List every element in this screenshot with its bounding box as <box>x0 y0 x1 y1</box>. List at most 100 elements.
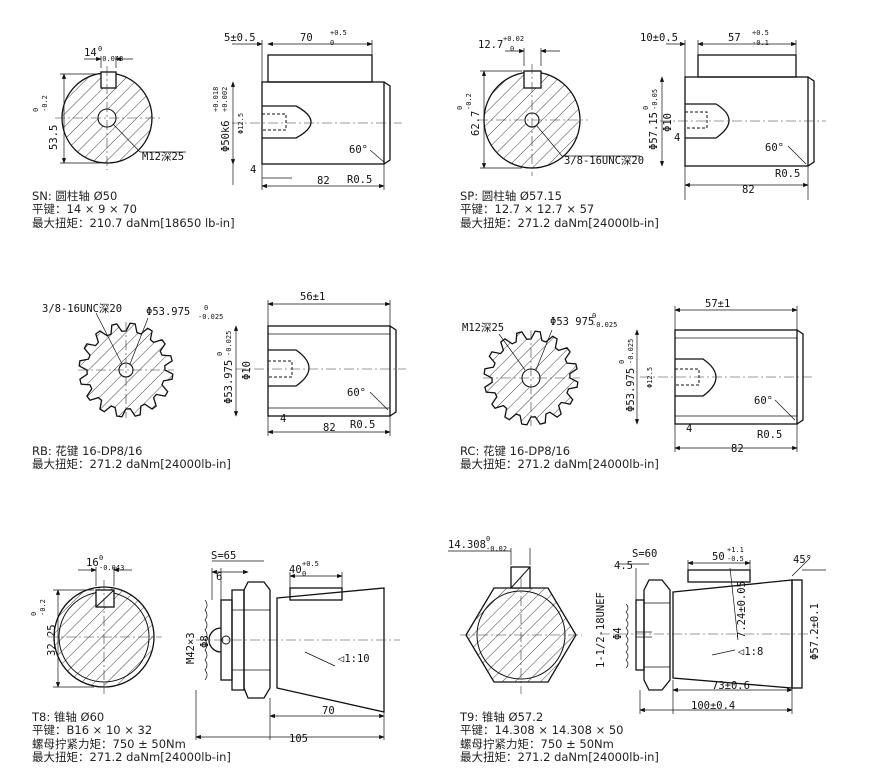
svg-text:+0.5: +0.5 <box>752 29 769 37</box>
sn-thread: M12深25 <box>142 151 184 163</box>
t8-caption-title: T8: 锥轴 Ø60 <box>32 710 105 724</box>
sn-end-view: 14 0 -0.043 53.5 -0.2 0 M12深25 <box>32 45 186 170</box>
sn-caption-key: 平键：14 × 9 × 70 <box>32 202 137 217</box>
t8-pin: Φ8 <box>199 635 211 648</box>
svg-text:-0.2: -0.2 <box>465 93 473 110</box>
svg-text:+0.002: +0.002 <box>221 87 229 112</box>
svg-text:-0.025: -0.025 <box>225 331 233 356</box>
svg-text:0: 0 <box>330 39 334 47</box>
svg-text:0: 0 <box>618 360 626 364</box>
svg-text:+0.02: +0.02 <box>503 35 524 43</box>
t8-caption-nut: 螺母拧紧力矩：750 ± 50Nm <box>32 736 186 751</box>
sp-caption-key: 平键：12.7 × 12.7 × 57 <box>460 202 595 217</box>
svg-text:+0.5: +0.5 <box>302 560 319 568</box>
rb-length: 82 <box>323 422 336 434</box>
sn-step: 4 <box>250 164 256 176</box>
t9-taper: ◁1:8 <box>738 646 763 658</box>
rb-spline-length: 56±1 <box>300 291 325 303</box>
svg-text:0: 0 <box>98 45 102 53</box>
t9-pin: Φ4 <box>612 627 624 640</box>
t8-height: 32.25 <box>46 624 58 656</box>
sn-angle: 60° <box>349 144 368 156</box>
sp-key-length: 57 <box>728 32 741 44</box>
rb-caption-torque: 最大扭矩：271.2 daNm[24000lb-in] <box>32 457 231 472</box>
sp-diameter: Φ57.15 <box>648 112 660 150</box>
sp-caption-title: SP: 圆柱轴 Ø57.15 <box>460 189 562 203</box>
t9-caption-nut: 螺母拧紧力矩：750 ± 50Nm <box>460 736 614 751</box>
rc-step: 4 <box>686 423 692 435</box>
t9-length-100: 100±0.4 <box>691 700 735 712</box>
t9-nut-size: S=60 <box>632 548 657 560</box>
svg-text:-0.1: -0.1 <box>752 39 769 47</box>
t8-key-length: 40 <box>289 564 302 576</box>
svg-text:-0.025: -0.025 <box>198 313 223 321</box>
svg-text:0: 0 <box>486 535 490 543</box>
t9-caption-title: T9: 锥轴 Ø57.2 <box>460 710 544 724</box>
sn-key-length: 70 <box>300 32 313 44</box>
rb-thread: 3/8-16UNC深20 <box>42 303 122 315</box>
t9-end-view: 14.308 0 -0.02 <box>448 535 582 694</box>
t9-side-view: S=60 4.5 50 +1.1 -0.5 45° 1-1/2-18UNEF Φ… <box>595 546 826 714</box>
t8-caption: T8: 锥轴 Ø60 平键：B16 × 10 × 32 螺母拧紧力矩：750 ±… <box>32 710 231 765</box>
sp-height: 62.7 <box>470 111 482 136</box>
sn-key-width: 14 <box>84 47 97 59</box>
rb-radius: R0.5 <box>350 419 375 431</box>
sp-end-view: 12.7 +0.02 0 62.7 -0.2 0 3/8-16UNC深20 <box>456 35 644 176</box>
sp-angle: 60° <box>765 142 784 154</box>
rb-diameter: Φ53.975 <box>223 360 235 404</box>
t9-caption-key: 平键：14.308 × 14.308 × 50 <box>460 723 624 738</box>
sn-diameter: Φ50k6 <box>220 120 232 152</box>
rb-step: 4 <box>280 413 286 425</box>
rc-side-view: 57±1 Φ53.975 0 -0.025 Φ12.5 60° 4 82 R0.… <box>618 298 812 455</box>
rb-caption-title: RB: 花键 16-DP8/16 <box>32 444 143 458</box>
svg-text:0: 0 <box>216 352 224 356</box>
t9-hole: 7.24±0.05 <box>736 581 748 638</box>
sn-caption-torque: 最大扭矩：210.7 daNm[18650 lb-in] <box>32 215 235 230</box>
rb-bore: Φ10 <box>241 361 253 380</box>
sp-side-view: 10±0.5 57 +0.5 -0.1 Φ57.15 0 -0.05 Φ10 6… <box>640 29 826 200</box>
rc-spline-length: 57±1 <box>705 298 730 310</box>
sp-offset: 10±0.5 <box>640 32 678 44</box>
rc-spline: Φ53 975 <box>550 316 594 328</box>
t8-key-width: 16 <box>86 557 99 569</box>
sn-caption: SN: 圆柱轴 Ø50 平键：14 × 9 × 70 最大扭矩：210.7 da… <box>32 189 235 230</box>
sn-height: 53.5 <box>48 125 60 150</box>
rc-caption: RC: 花键 16-DP8/16 最大扭矩：271.2 daNm[24000lb… <box>460 444 659 472</box>
t9-length-73: 73±0.6 <box>712 680 750 692</box>
sp-radius: R0.5 <box>775 168 800 180</box>
sp-length: 82 <box>742 184 755 196</box>
svg-text:-0.2: -0.2 <box>41 95 49 112</box>
t8-caption-torque: 最大扭矩：271.2 daNm[24000lb-in] <box>32 750 231 765</box>
t9-key-width: 14.308 <box>448 539 486 551</box>
svg-text:0: 0 <box>99 554 103 562</box>
t8-thread: M42×3 <box>185 632 197 664</box>
sp-step: 4 <box>674 132 680 144</box>
sn-length: 82 <box>317 175 330 187</box>
sn-radius: R0.5 <box>347 174 372 186</box>
svg-text:-0.043: -0.043 <box>99 564 124 572</box>
t8-side-view: S=65 6 40 +0.5 0 M42×3 Φ8 ◁1:10 70 105 <box>185 550 400 745</box>
rc-radius: R0.5 <box>757 429 782 441</box>
sp-key-width: 12.7 <box>478 39 503 51</box>
rc-bore: Φ12.5 <box>646 367 654 388</box>
svg-text:-0.02: -0.02 <box>486 545 507 553</box>
svg-text:0: 0 <box>32 108 40 112</box>
svg-text:+0.018: +0.018 <box>212 87 220 112</box>
t8-length-70: 70 <box>322 705 335 717</box>
t8-nut-size: S=65 <box>211 550 236 562</box>
svg-text:-0.043: -0.043 <box>98 55 123 63</box>
rc-caption-title: RC: 花键 16-DP8/16 <box>460 444 571 458</box>
t9-caption-torque: 最大扭矩：271.2 daNm[24000lb-in] <box>460 750 659 765</box>
sp-caption-torque: 最大扭矩：271.2 daNm[24000lb-in] <box>460 215 659 230</box>
sn-bore: Φ12.5 <box>237 113 245 134</box>
t9-caption: T9: 锥轴 Ø57.2 平键：14.308 × 14.308 × 50 螺母拧… <box>460 710 659 765</box>
svg-text:0: 0 <box>592 312 596 320</box>
svg-text:-0.2: -0.2 <box>39 599 47 616</box>
svg-text:0: 0 <box>204 304 208 312</box>
sn-caption-title: SN: 圆柱轴 Ø50 <box>32 189 118 203</box>
t8-nut-width: 6 <box>216 571 222 583</box>
rb-end-view: 3/8-16UNC深20 Φ53.975 0 -0.025 <box>42 303 223 418</box>
rb-spline: Φ53.975 <box>146 306 190 318</box>
svg-text:-0.025: -0.025 <box>592 321 617 329</box>
